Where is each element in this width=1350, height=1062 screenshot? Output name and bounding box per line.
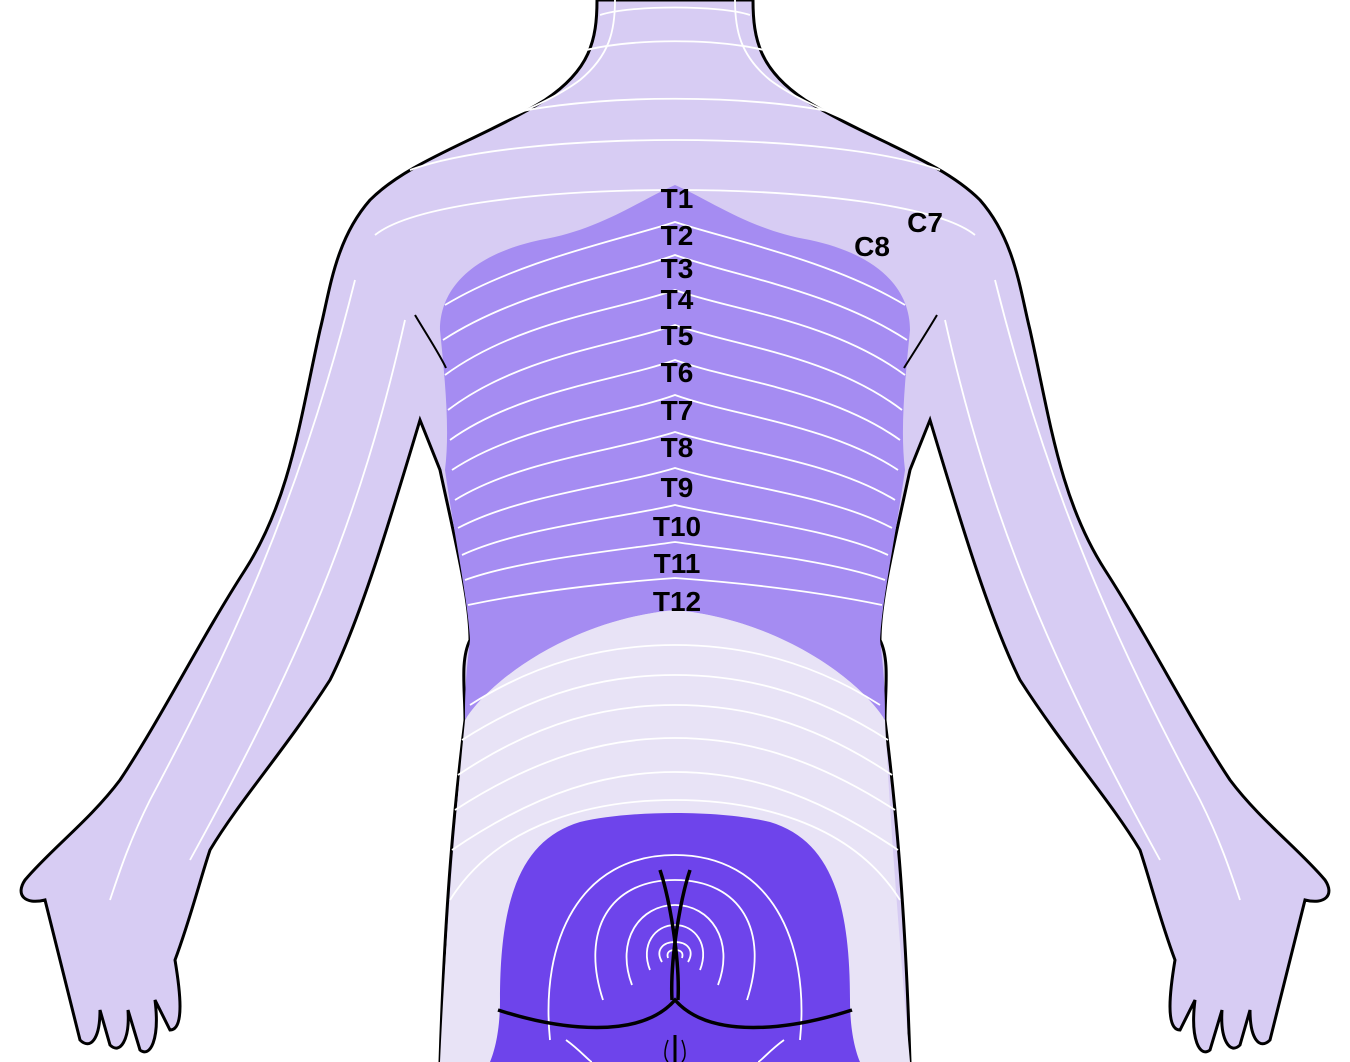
label-t5: T5 <box>661 320 694 351</box>
label-t12: T12 <box>653 586 701 617</box>
label-t1: T1 <box>661 183 694 214</box>
label-t7: T7 <box>661 395 694 426</box>
label-c7: C7 <box>907 207 943 238</box>
label-c8: C8 <box>854 231 890 262</box>
label-t11: T11 <box>654 548 701 579</box>
label-t3: T3 <box>661 253 694 284</box>
label-t2: T2 <box>661 220 694 251</box>
label-t8: T8 <box>661 432 694 463</box>
label-t6: T6 <box>661 357 694 388</box>
label-t4: T4 <box>661 284 694 315</box>
label-t9: T9 <box>661 472 694 503</box>
label-t10: T10 <box>653 511 701 542</box>
